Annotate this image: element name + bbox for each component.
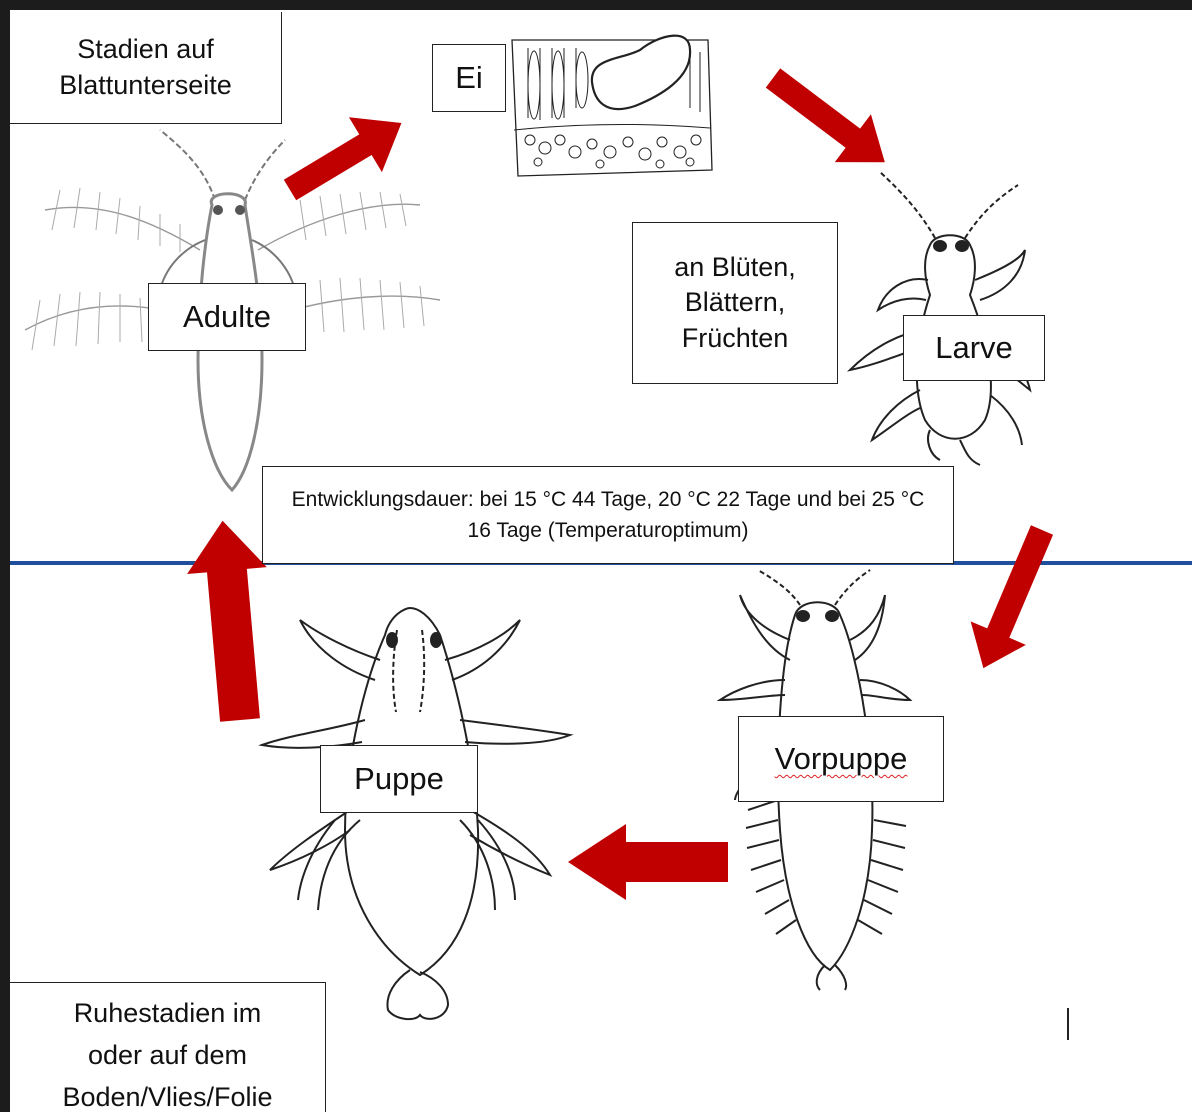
label-prepupa-text: Vorpuppe bbox=[775, 739, 908, 779]
label-stages-leaf-underside-text: Stadien auf Blattunterseite bbox=[36, 32, 256, 102]
label-larva: Larve bbox=[903, 315, 1045, 381]
arrow-egg-to-larva bbox=[755, 54, 903, 186]
arrow-adult-to-egg bbox=[274, 96, 418, 218]
label-resting-stages-text: Ruhestadien im oder auf dem Boden/Vlies/… bbox=[48, 993, 288, 1119]
label-development-duration: Entwicklungsdauer: bei 15 °C 44 Tage, 20… bbox=[262, 466, 954, 564]
label-egg: Ei bbox=[432, 44, 506, 112]
arrow-prepupa-to-pupa bbox=[568, 824, 728, 900]
label-larva-text: Larve bbox=[935, 328, 1013, 368]
label-pupa-text: Puppe bbox=[354, 759, 444, 799]
egg-leaf-drawing bbox=[512, 36, 712, 176]
label-adult-text: Adulte bbox=[183, 297, 271, 337]
label-egg-text: Ei bbox=[455, 58, 483, 98]
label-pupa: Puppe bbox=[320, 745, 478, 813]
label-resting-stages: Ruhestadien im oder auf dem Boden/Vlies/… bbox=[10, 982, 326, 1112]
label-adult: Adulte bbox=[148, 283, 306, 351]
label-development-duration-text: Entwicklungsdauer: bei 15 °C 44 Tage, 20… bbox=[283, 484, 933, 547]
label-stages-leaf-underside: Stadien auf Blattunterseite bbox=[10, 12, 282, 124]
arrow-larva-to-prepupa bbox=[956, 518, 1070, 680]
label-prepupa: Vorpuppe bbox=[738, 716, 944, 802]
pupa-drawing bbox=[262, 608, 570, 1019]
label-larva-location-text: an Blüten, Blättern, Früchten bbox=[650, 250, 820, 355]
label-larva-location: an Blüten, Blättern, Früchten bbox=[632, 222, 838, 384]
